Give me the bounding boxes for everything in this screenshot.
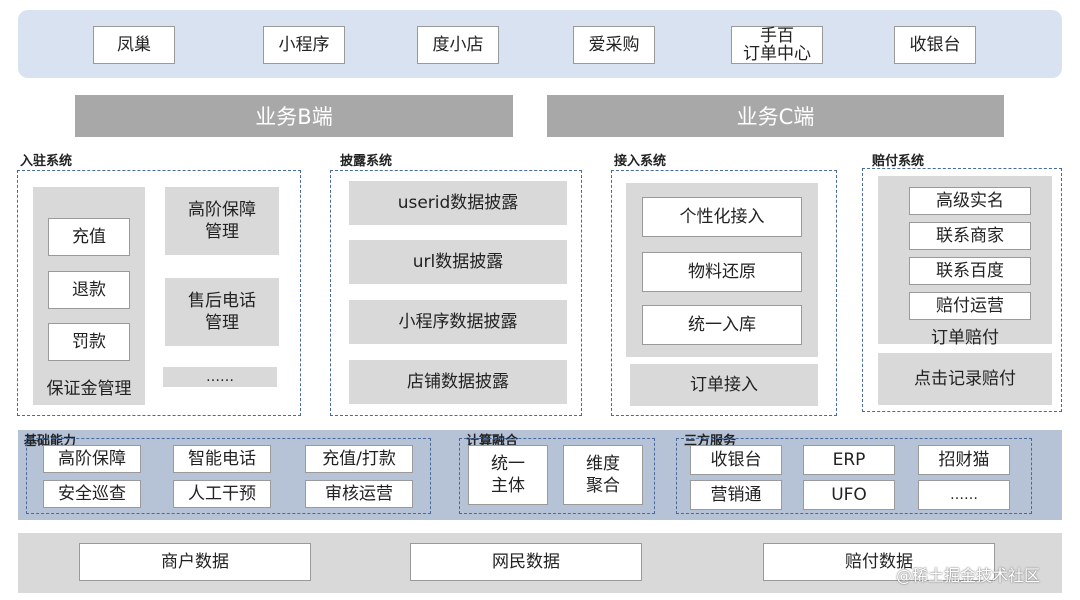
business-c-bar: 业务C端 [547, 95, 1004, 137]
order-comp-label: 订单赔付 [931, 328, 999, 348]
watermark: @稀土掘金技术社区 [896, 566, 1041, 585]
entry-more: …… [163, 367, 277, 387]
basic-review-operations: 审核运营 [305, 480, 413, 508]
access-unified-storage: 统一入库 [642, 305, 802, 345]
disclosure-system-frame [330, 170, 582, 416]
channel-shoubai-order-center: 手百 订单中心 [731, 26, 823, 64]
fusion-unified-entity: 统一 主体 [468, 445, 548, 505]
channel-mini-program: 小程序 [263, 26, 345, 64]
order-access: 订单接入 [630, 364, 818, 406]
access-system-frame [611, 170, 837, 416]
access-personalized: 个性化接入 [642, 197, 802, 237]
access-system-title: 接入系统 [614, 154, 667, 169]
channel-du-store: 度小店 [417, 26, 499, 64]
click-record-comp: 点击记录赔付 [878, 353, 1052, 405]
third-more: …… [918, 480, 1010, 510]
deposit-label: 保证金管理 [46, 379, 132, 399]
third-ufo: UFO [803, 480, 895, 510]
fusion-dimension-aggregation: 维度 聚合 [563, 445, 643, 505]
basic-capability-frame [26, 438, 431, 514]
compensation-system-title: 赔付系统 [872, 154, 925, 169]
disclosure-store: 店铺数据披露 [349, 360, 567, 404]
basic-recharge-payout: 充值/打款 [305, 445, 413, 473]
third-cashier: 收银台 [690, 445, 782, 475]
basic-manual-intervention: 人工干预 [173, 480, 271, 508]
netizen-data: 网民数据 [410, 543, 642, 581]
deposit-recharge: 充值 [48, 218, 130, 256]
basic-security-patrol: 安全巡查 [43, 480, 141, 508]
comp-advanced-realname: 高级实名 [909, 187, 1031, 215]
channel-fengchao: 凤巢 [93, 26, 175, 64]
comp-contact-merchant: 联系商家 [909, 222, 1031, 250]
merchant-data: 商户数据 [79, 543, 311, 581]
deposit-penalty: 罚款 [48, 323, 130, 361]
compensation-system-frame [862, 168, 1062, 412]
basic-premium-guarantee: 高阶保障 [43, 445, 141, 473]
entry-system-title: 入驻系统 [20, 154, 73, 169]
access-material-restore: 物料还原 [642, 252, 802, 292]
compute-fusion-frame [459, 438, 655, 514]
channel-ai-purchase: 爱采购 [573, 26, 655, 64]
third-erp: ERP [803, 445, 895, 475]
deposit-refund: 退款 [48, 271, 130, 309]
third-party-frame [676, 438, 1032, 514]
premium-guarantee-mgmt: 高阶保障 管理 [165, 187, 279, 255]
entry-system-frame [17, 170, 301, 416]
compensation-data: 赔付数据 [763, 543, 995, 581]
channel-cashier: 收银台 [894, 26, 976, 64]
disclosure-url: url数据披露 [349, 240, 567, 284]
basic-smart-phone: 智能电话 [173, 445, 271, 473]
disclosure-mini-program: 小程序数据披露 [349, 300, 567, 344]
third-marketing: 营销通 [690, 480, 782, 510]
comp-contact-baidu: 联系百度 [909, 257, 1031, 285]
third-zhaocaimao: 招财猫 [918, 445, 1010, 475]
disclosure-system-title: 披露系统 [340, 154, 393, 169]
disclosure-userid: userid数据披露 [349, 181, 567, 225]
after-sales-phone-mgmt: 售后电话 管理 [165, 278, 279, 346]
business-b-bar: 业务B端 [75, 95, 513, 137]
channel-band [18, 10, 1062, 78]
comp-operations: 赔付运营 [909, 292, 1031, 320]
